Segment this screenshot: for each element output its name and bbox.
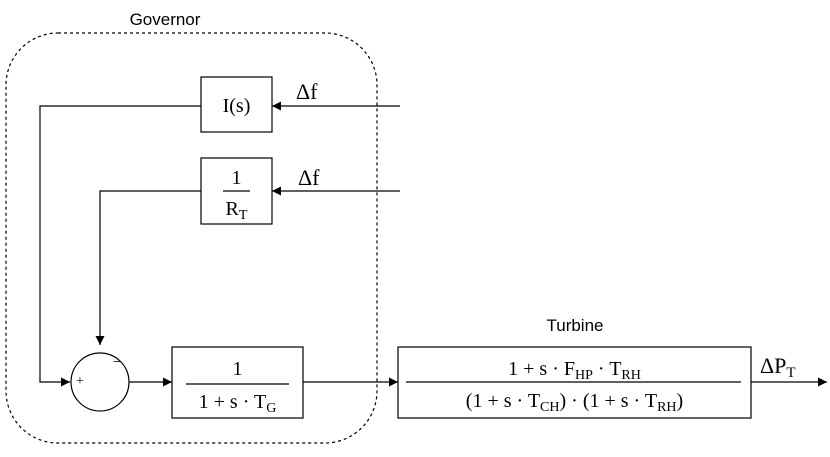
lag-numerator: 1 (233, 358, 243, 380)
integrator-input-label: Δf (296, 79, 318, 104)
turbine-denominator: (1 + s · TCH) · (1 + s · TRH) (466, 390, 683, 415)
summer-plus-sign: + (76, 374, 84, 389)
integrator-output-line (39, 105, 201, 387)
droop-denominator-subscript: T (239, 208, 248, 223)
integrator-block (200, 76, 273, 133)
turbine-output-subscript: T (786, 365, 795, 381)
droop-output-line (95, 190, 201, 345)
summer-minus-sign: − (112, 354, 121, 371)
turbine-numerator: 1 + s · FHP · TRH (508, 358, 641, 383)
turbine-output-label: ΔPT (760, 353, 796, 381)
droop-denominator: RT (226, 198, 248, 223)
governor-title: Governor (130, 10, 201, 29)
lag-denominator: 1 + s · TG (199, 391, 277, 416)
lag-denominator-subscript: G (266, 401, 276, 416)
droop-input-label: Δf (298, 165, 320, 190)
integrator-label: I(s) (223, 95, 251, 117)
droop-numerator: 1 (232, 167, 242, 189)
governor-boundary (5, 32, 378, 444)
droop-block (200, 157, 273, 225)
turbine-title: Turbine (546, 316, 603, 335)
